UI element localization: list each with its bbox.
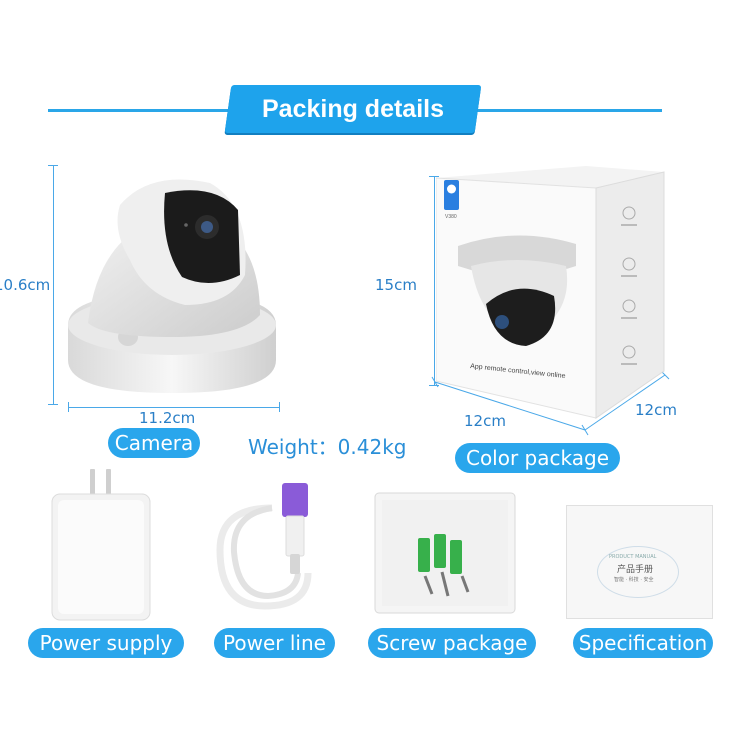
manual-tagline: 智能 · 科技 · 安全 [614,577,654,583]
item-power-supply-label: Power supply [28,628,184,658]
weight-text: Weight：0.42kg [248,435,407,459]
power-line-image [216,483,312,610]
camera-width-line [68,407,280,408]
page-title: Packing details [261,95,445,123]
package-depth-label: 12cm [635,401,677,419]
specification-image: PRODUCT MANUAL 产品手册 智能 · 科技 · 安全 [566,505,713,619]
header-rule-left [48,109,230,112]
camera-width-tick-right [279,402,280,412]
item-screw-package-label: Screw package [368,628,536,658]
package-height-tick-bottom [429,385,439,386]
package-label: Color package [455,443,620,473]
package-width-label: 12cm [464,412,506,430]
camera-height-line [53,165,54,405]
item-power-line-label: Power line [214,628,335,658]
screw-package-image [374,492,516,614]
package-height-line [434,176,435,386]
header-rule-right [476,109,662,112]
manual-title: 产品手册 [617,565,654,575]
camera-width-tick-left [68,402,69,412]
camera-image [68,179,276,393]
camera-label: Camera [108,428,200,458]
camera-height-tick-bottom [48,404,58,405]
box-model-text: V380 [445,214,457,220]
manual-subtitle: PRODUCT MANUAL [609,554,657,560]
manual-circle [597,546,679,598]
package-box-image: V380 App remote control,view online [436,166,665,419]
package-height-tick-top [429,176,439,177]
camera-width-label: 11.2cm [139,409,196,427]
camera-height-label: 10.6cm [0,276,51,294]
package-height-label: 15cm [375,276,417,294]
camera-height-tick-top [48,165,58,166]
item-specification-label: Specification [573,628,713,658]
power-supply-image [51,469,151,621]
